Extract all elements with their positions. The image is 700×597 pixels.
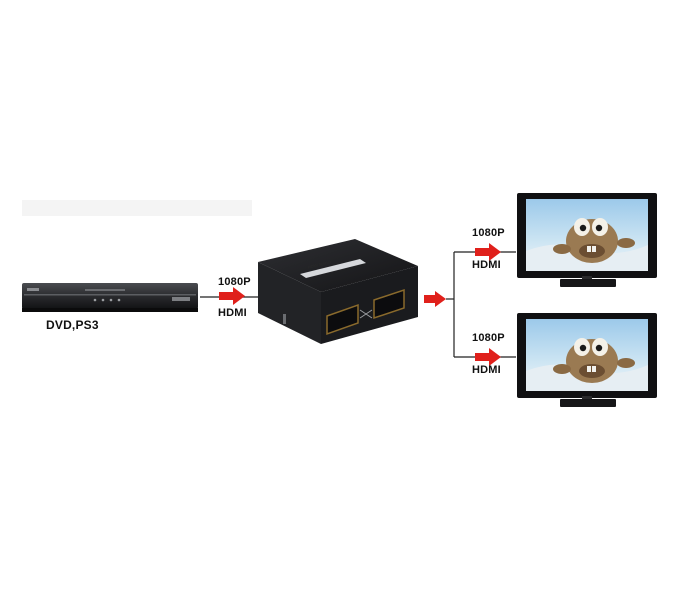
source-device-label: DVD,PS3 (46, 318, 99, 332)
red-arrow-icon (475, 243, 501, 261)
output-bottom-cable-label: HDMI (472, 364, 501, 376)
input-cable-label: HDMI (218, 307, 247, 319)
television-bottom (517, 313, 657, 407)
input-resolution-label: 1080P (218, 276, 251, 288)
hdmi-splitter-box (258, 239, 418, 344)
red-arrow-icon (424, 291, 446, 307)
output-top-cable-label: HDMI (472, 259, 501, 271)
dvd-player-device (22, 283, 198, 312)
output-bottom-resolution-label: 1080P (472, 332, 505, 344)
background-shadow (22, 200, 252, 216)
television-top (517, 193, 657, 287)
red-arrow-icon (219, 287, 245, 305)
red-arrow-icon (475, 348, 501, 366)
output-top-resolution-label: 1080P (472, 227, 505, 239)
